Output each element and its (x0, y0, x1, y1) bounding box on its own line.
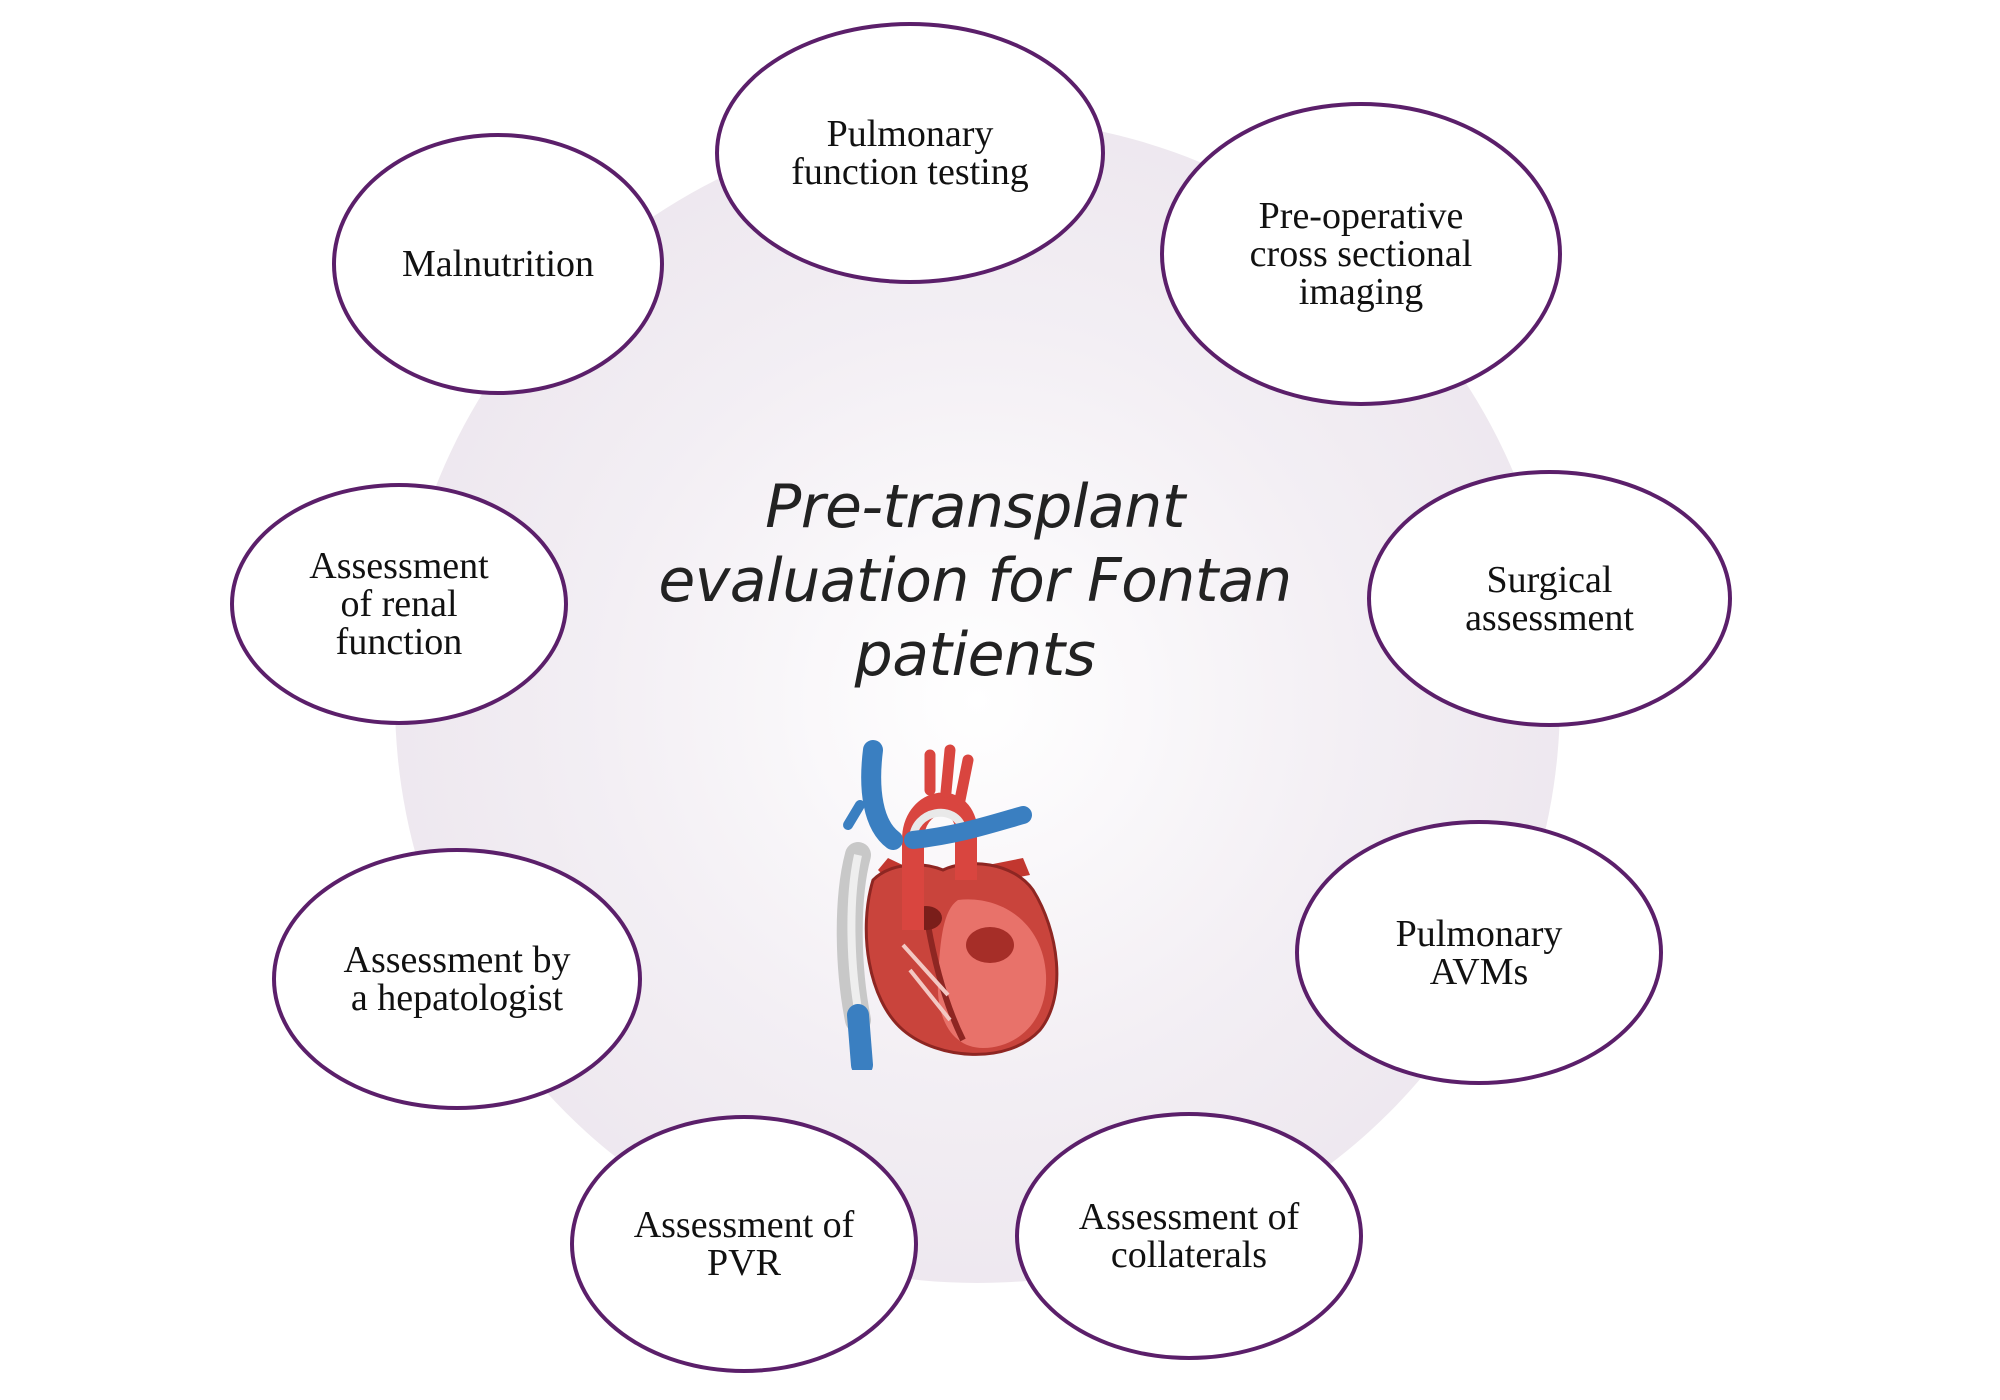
node-label: Assessment by a hepatologist (343, 939, 571, 1019)
node-collaterals: Assessment of collaterals (1015, 1112, 1363, 1360)
node-label: Pulmonary function testing (791, 113, 1029, 193)
node-pre-operative-imaging: Pre-operative cross sectional imaging (1160, 102, 1562, 406)
node-label: Pre-operative cross sectional imaging (1249, 195, 1473, 313)
heart-anatomy-icon (836, 740, 1059, 1070)
node-surgical-assessment: Surgical assessment (1367, 470, 1732, 727)
node-label: Surgical assessment (1465, 558, 1634, 639)
node-hepatologist: Assessment by a hepatologist (272, 848, 642, 1110)
node-pulmonary-function-testing: Pulmonary function testing (715, 22, 1105, 284)
node-pvr: Assessment of PVR (570, 1115, 918, 1373)
node-label: Assessment of renal function (309, 545, 489, 663)
node-pulmonary-avms: Pulmonary AVMs (1295, 820, 1663, 1085)
node-label: Malnutrition (401, 243, 595, 285)
node-label: Pulmonary AVMs (1395, 912, 1563, 993)
node-renal-function: Assessment of renal function (230, 483, 568, 725)
node-label: Assessment of PVR (633, 1204, 855, 1284)
node-label: Assessment of collaterals (1078, 1196, 1300, 1276)
node-malnutrition: Malnutrition (332, 133, 664, 395)
diagram-title: Pre-transplant evaluation for Fontan pat… (658, 472, 1292, 690)
